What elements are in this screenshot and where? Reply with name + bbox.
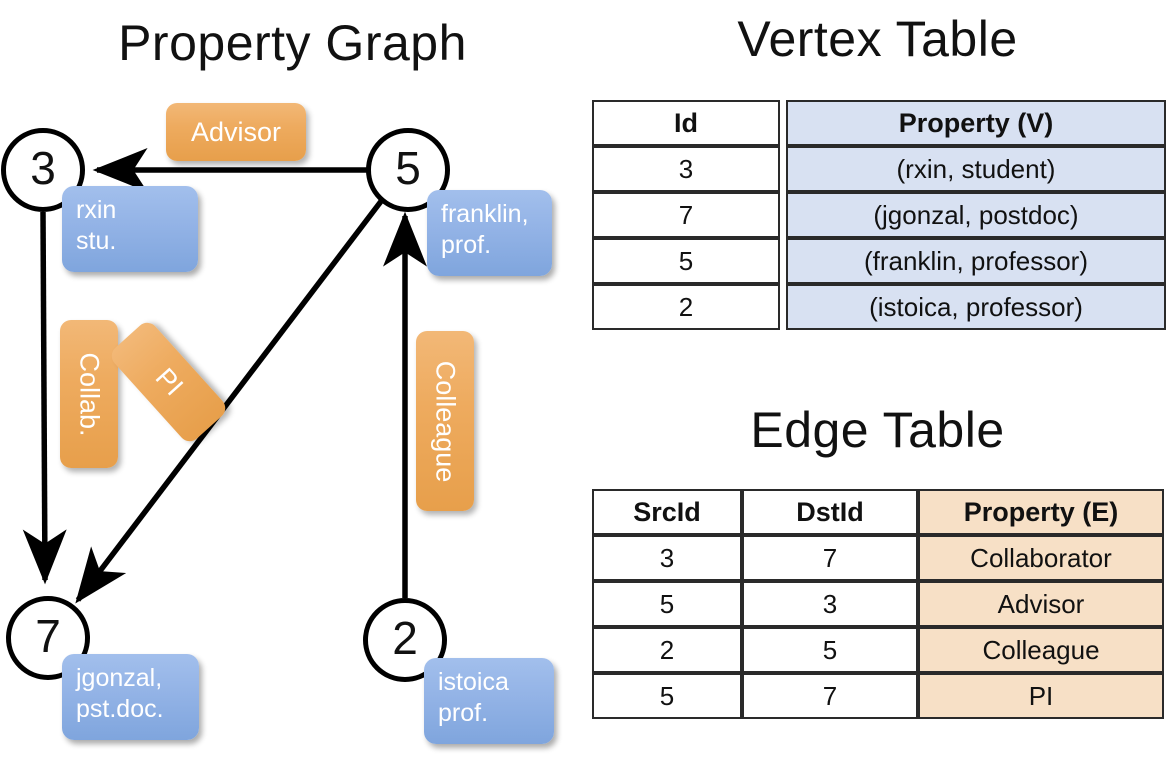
graph-node-7-label: 7 [35, 610, 61, 662]
edge-label-pi-text: PI [149, 362, 189, 402]
edge-label-collab[interactable]: Collab. [60, 320, 118, 468]
edge-row-2-dst: 5 [742, 627, 918, 673]
edge-row-0-dst: 7 [742, 535, 918, 581]
edge-table: SrcId DstId Property (E) 3 7 Collaborato… [592, 489, 1164, 719]
vertex-row-0-gap [780, 146, 786, 192]
edge-label-colleague[interactable]: Colleague [416, 331, 474, 511]
edge-table-header-dstid: DstId [742, 489, 918, 535]
graph-node-2-label: 2 [392, 612, 418, 664]
edge-table-header-srcid: SrcId [592, 489, 742, 535]
node-2-property-box[interactable]: istoica prof. [424, 658, 554, 744]
edge-row-2-property: Colleague [918, 627, 1164, 673]
vertex-row-1-id: 7 [592, 192, 780, 238]
vertex-table-header-row: Id Property (V) [592, 100, 1166, 146]
edge-label-advisor[interactable]: Advisor [166, 103, 306, 161]
node-5-property-line-2: prof. [441, 230, 492, 259]
edge-label-collab-text: Collab. [74, 351, 105, 437]
node-3-property-line-2: stu. [76, 226, 117, 255]
vertex-row-0-id: 3 [592, 146, 780, 192]
vertex-row-0-property: (rxin, student) [786, 146, 1166, 192]
graph-node-5[interactable]: 5 [366, 128, 450, 212]
vertex-row-1-property: (jgonzal, postdoc) [786, 192, 1166, 238]
property-graph-panel: Property Graph 3 5 7 2 rxin stu. frankli… [1, 15, 554, 744]
table-row: 2 5 Colleague [592, 627, 1164, 673]
edge-row-3-property: PI [918, 673, 1164, 719]
vertex-table-column-gap [780, 100, 786, 146]
graph-node-2[interactable]: 2 [363, 598, 447, 682]
table-row: 2 (istoica, professor) [592, 284, 1166, 330]
table-row: 5 3 Advisor [592, 581, 1164, 627]
edge-row-3-src: 5 [592, 673, 742, 719]
edge-table-header-row: SrcId DstId Property (E) [592, 489, 1164, 535]
table-row: 3 (rxin, student) [592, 146, 1166, 192]
edge-label-advisor-text: Advisor [190, 116, 282, 147]
node-7-property-line-2: pst.doc. [76, 694, 164, 723]
vertex-table-header-id: Id [592, 100, 780, 146]
page-title-property-graph: Property Graph [118, 15, 467, 71]
edge-5-to-7 [75, 198, 385, 604]
edge-row-0-src: 3 [592, 535, 742, 581]
graph-node-3-label: 3 [30, 142, 56, 194]
table-row: 5 (franklin, professor) [592, 238, 1166, 284]
vertex-row-3-property: (istoica, professor) [786, 284, 1166, 330]
vertex-row-2-property: (franklin, professor) [786, 238, 1166, 284]
table-row: 5 7 PI [592, 673, 1164, 719]
node-2-property-line-2: prof. [438, 698, 489, 727]
vertex-table-header-property: Property (V) [786, 100, 1166, 146]
edge-row-1-src: 5 [592, 581, 742, 627]
page-title-vertex-table: Vertex Table [737, 11, 1018, 67]
edge-table-header-property: Property (E) [918, 489, 1164, 535]
vertex-table: Id Property (V) 3 (rxin, student) 7 (jgo… [592, 100, 1166, 330]
node-2-property-line-1: istoica [438, 668, 509, 696]
edge-row-1-property: Advisor [918, 581, 1164, 627]
vertex-row-2-id: 5 [592, 238, 780, 284]
table-row: 7 (jgonzal, postdoc) [592, 192, 1166, 238]
vertex-row-3-gap [780, 284, 786, 330]
graph-node-5-label: 5 [395, 142, 421, 194]
page-title-edge-table: Edge Table [750, 402, 1005, 458]
node-5-property-box[interactable]: franklin, prof. [427, 190, 552, 276]
node-7-property-box[interactable]: jgonzal, pst.doc. [62, 654, 199, 740]
node-3-property-box[interactable]: rxin stu. [62, 186, 198, 272]
edge-label-colleague-text: Colleague [430, 360, 461, 482]
edge-row-0-property: Collaborator [918, 535, 1164, 581]
node-3-property-line-1: rxin [76, 196, 117, 224]
vertex-row-3-id: 2 [592, 284, 780, 330]
edge-3-to-7 [22, 211, 67, 585]
edge-row-1-dst: 3 [742, 581, 918, 627]
edge-row-3-dst: 7 [742, 673, 918, 719]
node-5-property-line-1: franklin, [441, 200, 529, 228]
node-7-property-line-1: jgonzal, [76, 664, 163, 692]
edge-row-2-src: 2 [592, 627, 742, 673]
vertex-row-1-gap [780, 192, 786, 238]
vertex-row-2-gap [780, 238, 786, 284]
table-row: 3 7 Collaborator [592, 535, 1164, 581]
graph-edges-svg [22, 148, 427, 604]
